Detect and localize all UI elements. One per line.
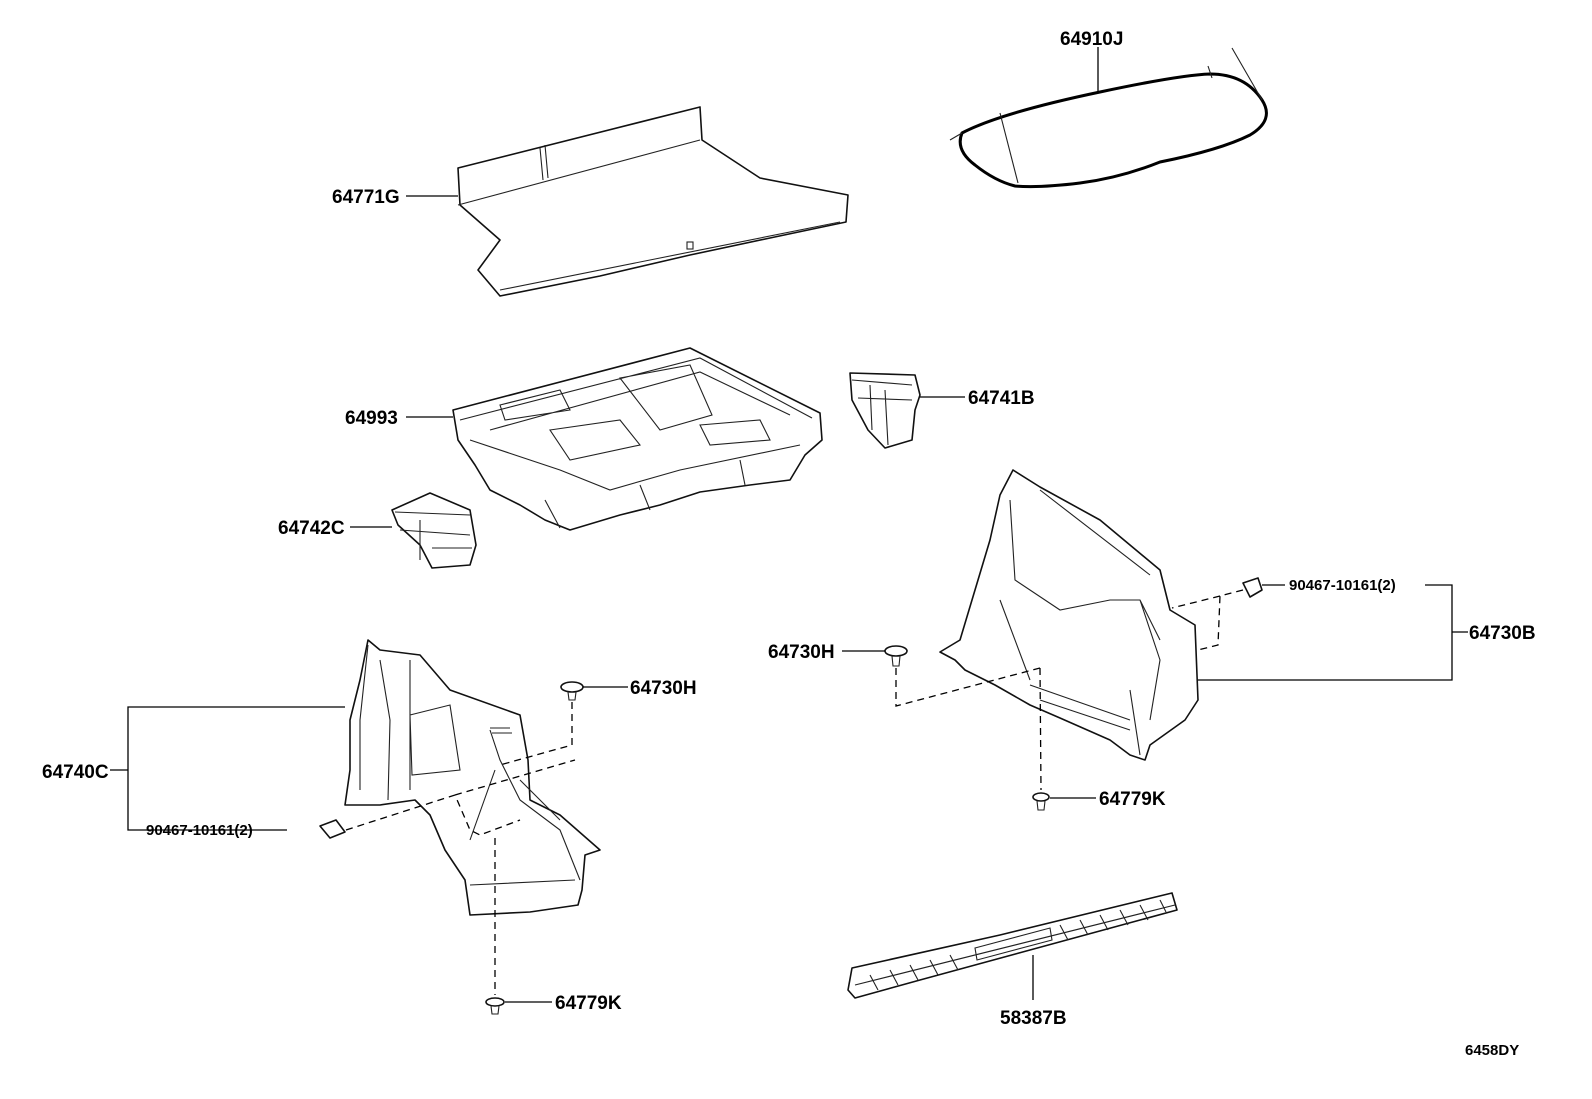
scuff-plate-part[interactable] [847, 892, 1178, 999]
label-clip-left: 90467-10161(2) [146, 822, 253, 839]
trunk-mat-part[interactable] [457, 106, 849, 297]
label-64771G: 64771G [332, 187, 400, 208]
quarter-panel-right-part[interactable] [939, 469, 1199, 761]
storage-box-left-part[interactable] [391, 492, 477, 569]
label-58387B: 58387B [1000, 1008, 1067, 1029]
label-64740C: 64740C [42, 762, 109, 783]
weatherstrip-part[interactable] [949, 47, 1268, 189]
pin-left-top-part[interactable] [560, 681, 584, 701]
label-64742C: 64742C [278, 518, 345, 539]
label-64910J: 64910J [1060, 29, 1123, 50]
pin-right-bottom-part[interactable] [1032, 792, 1050, 811]
clip-right-part[interactable] [1242, 577, 1263, 598]
diagram-code: 6458DY [1465, 1042, 1519, 1059]
label-64730H-right: 64730H [768, 642, 835, 663]
pin-left-bottom-part[interactable] [485, 997, 505, 1015]
label-64779K-right: 64779K [1099, 789, 1166, 810]
storage-box-right-part[interactable] [849, 372, 921, 449]
clip-left-part[interactable] [319, 819, 346, 839]
tray-part[interactable] [452, 347, 823, 531]
label-64741B: 64741B [968, 388, 1035, 409]
label-64730B: 64730B [1469, 623, 1536, 644]
pin-right-top-part[interactable] [884, 645, 908, 667]
label-clip-right: 90467-10161(2) [1289, 577, 1396, 594]
label-64730H-left: 64730H [630, 678, 697, 699]
quarter-panel-left-part[interactable] [344, 639, 601, 916]
label-64993: 64993 [345, 408, 398, 429]
label-64779K-left: 64779K [555, 993, 622, 1014]
